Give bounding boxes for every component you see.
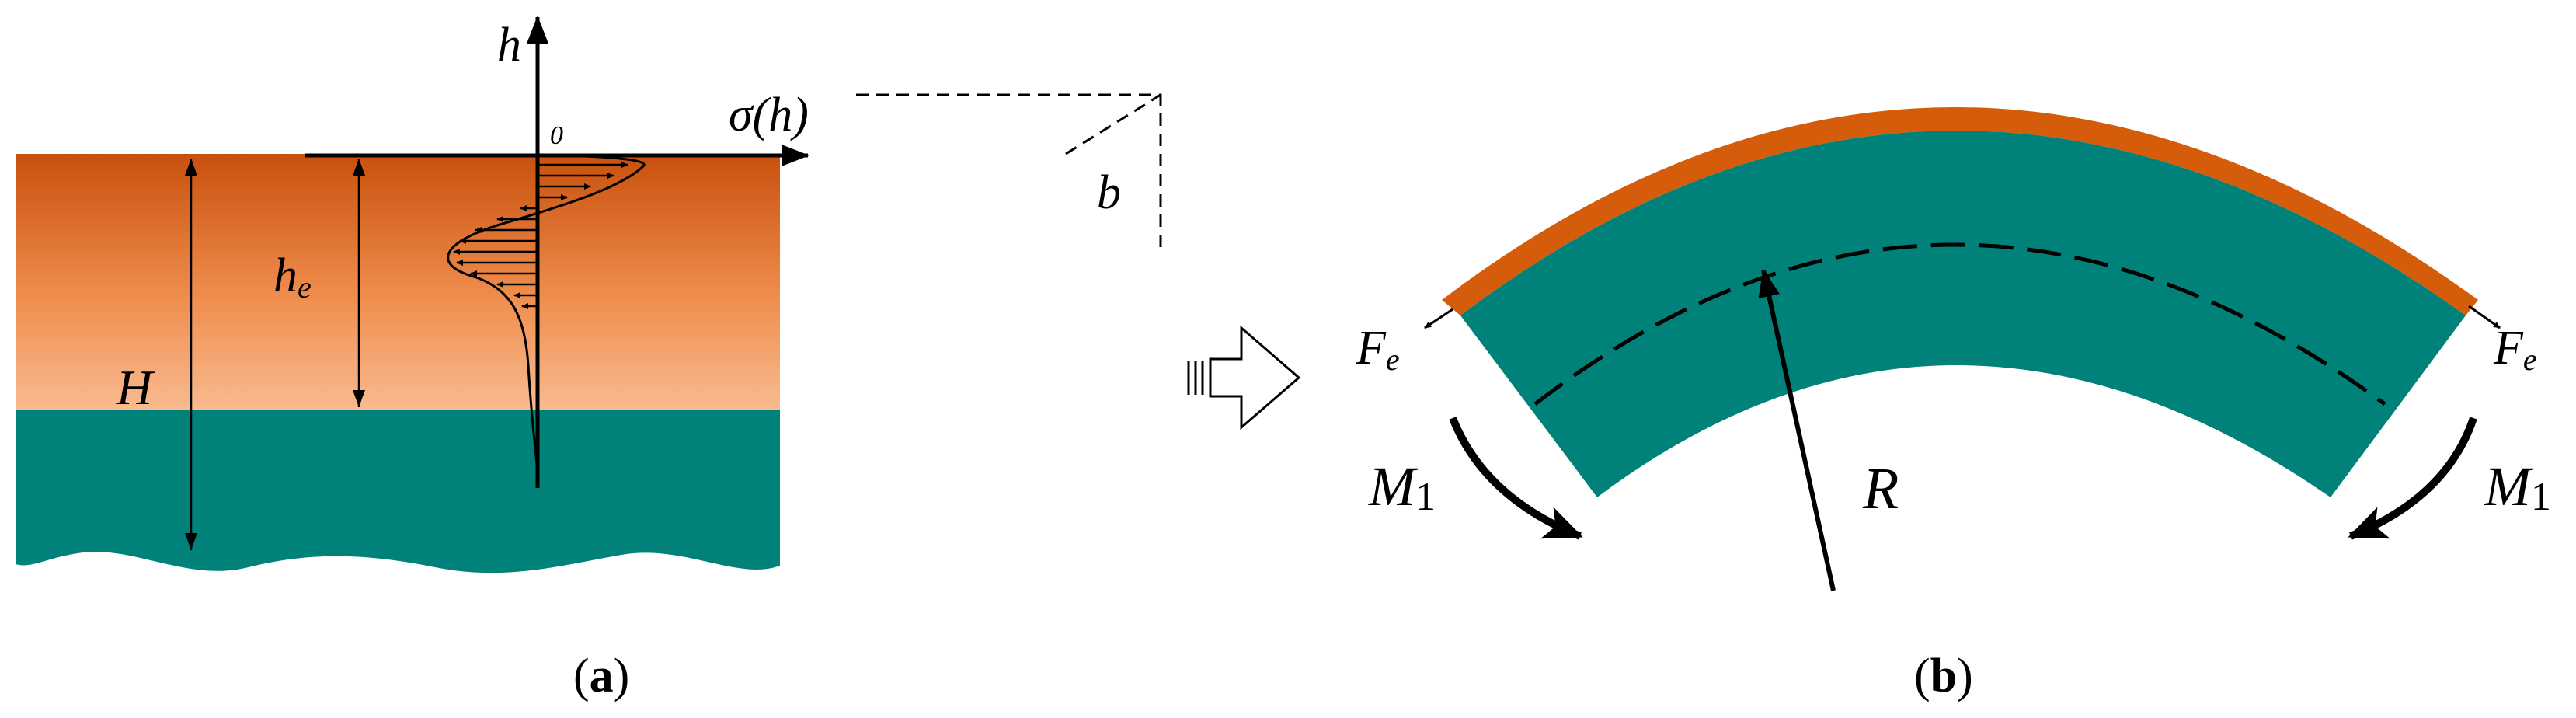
panel-b: Fe Fe M1 M1 R (b) — [1356, 107, 2551, 702]
force-arrow-left — [1424, 308, 1453, 329]
force-label-left: Fe — [1356, 322, 1400, 377]
hollow-right-arrow-icon — [1187, 325, 1301, 430]
force-arrow-right — [2468, 305, 2501, 329]
width-label: b — [1097, 166, 1121, 219]
sigma-axis-label: σ(h) — [729, 89, 809, 141]
tensile-stress-arrows — [538, 162, 628, 200]
force-label-right: Fe — [2493, 322, 2537, 377]
width-dashed-diagonal — [1065, 93, 1161, 155]
force-label-left-sub: e — [1386, 342, 1400, 377]
bent-substrate — [1460, 131, 2466, 497]
stress-profile-curve — [447, 154, 646, 475]
neutral-axis-dashed — [1533, 242, 2386, 406]
moment-arrow-left — [1449, 417, 1583, 540]
substrate-block — [16, 410, 780, 573]
he-label-sub: e — [298, 270, 312, 305]
caption-a-letter: a — [590, 650, 614, 702]
compressive-stress-arrows — [453, 205, 538, 309]
he-label: he — [273, 249, 312, 305]
moment-label-right: M1 — [2484, 455, 2551, 519]
force-label-left-main: F — [1356, 322, 1387, 375]
panel-a: h 0 σ(h) b he H (a) — [16, 16, 1162, 702]
force-label-right-main: F — [2493, 322, 2524, 375]
moment-arrow-right — [2348, 417, 2477, 540]
moment-label-right-main: M — [2484, 455, 2534, 518]
caption-a-open: ( — [573, 650, 590, 702]
caption-a-close: ) — [614, 650, 630, 702]
caption-b-open: ( — [1914, 650, 1930, 702]
h-axis-label: h — [497, 19, 521, 71]
caption-a: (a) — [573, 650, 629, 702]
he-label-main: h — [273, 249, 298, 302]
radius-label: R — [1862, 456, 1899, 521]
radius-arrow — [1758, 269, 1836, 591]
moment-label-left: M1 — [1368, 455, 1436, 519]
caption-b-letter: b — [1930, 650, 1957, 702]
caption-b-close: ) — [1957, 650, 1973, 702]
origin-label: 0 — [550, 121, 563, 150]
moment-label-right-sub: 1 — [2531, 475, 2551, 519]
H-label: H — [116, 360, 155, 415]
moment-label-left-sub: 1 — [1415, 475, 1436, 519]
caption-b: (b) — [1914, 650, 1973, 702]
bent-coating-band — [1442, 107, 2478, 315]
coating-layer — [16, 154, 780, 410]
force-label-right-sub: e — [2523, 342, 2537, 377]
moment-label-left-main: M — [1368, 455, 1419, 518]
